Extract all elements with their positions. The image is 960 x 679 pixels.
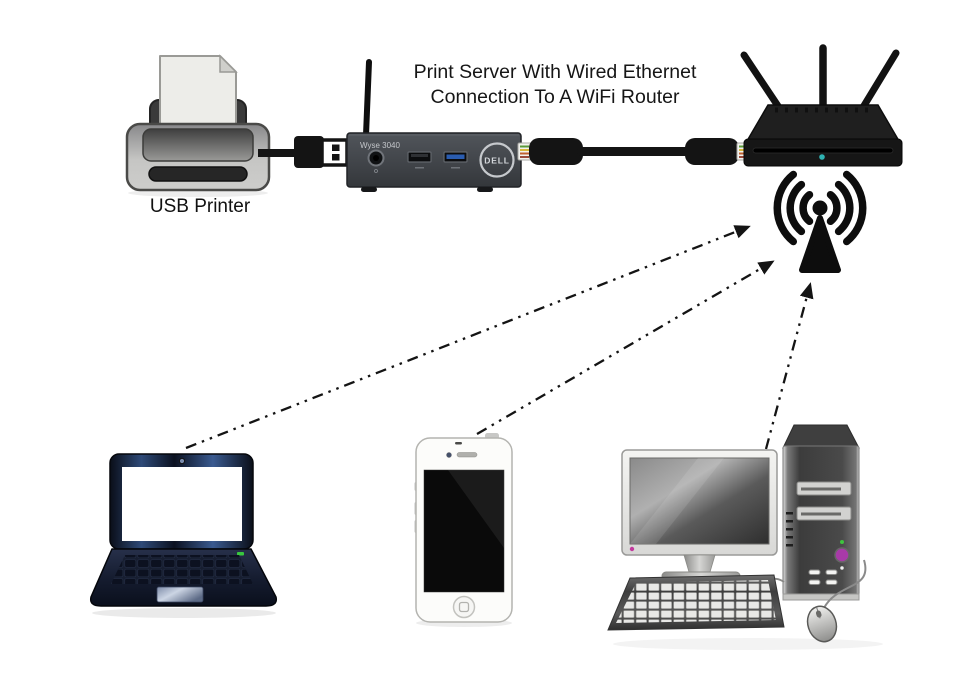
wifi-dot: [812, 200, 828, 216]
phone-screen: [423, 469, 505, 593]
desktop-keyboard: [607, 574, 785, 631]
tower-usb-ports: [808, 569, 838, 585]
output-slot: [148, 166, 248, 182]
server-model-label: Wyse 3040: [360, 141, 401, 150]
usb-a-symbol: [320, 138, 349, 167]
desktop-computer-icon: [607, 424, 883, 650]
home-button: [452, 595, 476, 619]
server-antenna: [363, 59, 372, 138]
router-antenna-left: [740, 51, 784, 113]
wireless-link-laptop: [185, 225, 751, 450]
router-antenna-right: [858, 49, 900, 113]
front-camera: [446, 452, 452, 458]
mouse: [806, 559, 867, 643]
wireless-link-smartphone: [476, 260, 775, 435]
tower-hdd-led: [840, 540, 844, 544]
laptop-keyboard: [111, 555, 253, 584]
earpiece-speaker: [456, 452, 478, 458]
tower-power-button: [834, 547, 850, 563]
usb-pin-bottom: [332, 154, 340, 161]
usb-cable: [258, 149, 300, 157]
usb-plug: [294, 136, 324, 168]
usb-connector-icon: [258, 136, 349, 168]
tower-base: [782, 593, 860, 601]
monitor: [621, 449, 785, 583]
desktop-shadow: [613, 638, 883, 650]
printer-icon: [125, 54, 271, 197]
title-line-1: Print Server With Wired Ethernet: [413, 61, 697, 83]
webcam: [178, 457, 186, 465]
card-reader-slots: [786, 512, 793, 547]
router-led: [819, 154, 825, 160]
printer-lid: [142, 128, 254, 162]
drive-slot-1: [801, 487, 841, 491]
mouse-cable: [823, 559, 867, 609]
paper-fold: [219, 54, 238, 73]
usb-pin-top: [332, 144, 340, 151]
tower: [782, 424, 860, 601]
router-slot: [752, 147, 894, 154]
title-line-2: Connection To A WiFi Router: [430, 85, 680, 108]
keyboard-keys: [616, 580, 776, 623]
home-button-glyph: [458, 601, 470, 613]
paper-sheet: [159, 55, 237, 133]
wifi-router-icon: [740, 44, 903, 167]
dell-logo-text: DELL: [484, 156, 509, 166]
drive-slot-2: [801, 512, 841, 516]
tower-front: [782, 445, 860, 599]
wifi-antenna-mast: [799, 215, 841, 273]
audio-jack-hole: [373, 155, 379, 161]
cable-line: [577, 147, 693, 156]
usb3-tongue: [446, 154, 465, 159]
phone-sensor: [455, 442, 462, 445]
usb2-glyph: [415, 167, 424, 169]
monitor-gloss: [630, 458, 724, 544]
usb3-glyph: [451, 167, 460, 169]
laptop-power-led: [237, 552, 244, 556]
touchpad: [156, 586, 204, 603]
wireless-link-desktop: [764, 282, 814, 450]
server-foot-left: [361, 187, 377, 192]
dell-logo-ring: [479, 142, 515, 178]
smartphone-icon: [414, 433, 513, 627]
laptop-screen: [122, 467, 242, 541]
printer-label: USB Printer: [149, 196, 251, 217]
router-top: [745, 104, 901, 142]
diagram-title: Print Server With Wired Ethernet Connect…: [385, 60, 725, 110]
tower-top: [782, 424, 860, 449]
jack-glyph: [374, 169, 378, 173]
cable-boot-right: [685, 138, 739, 165]
laptop-shadow: [92, 608, 276, 618]
tower-reset-dot: [839, 565, 845, 571]
wifi-arcs: [773, 170, 867, 246]
ethernet-cable-icon: [517, 138, 751, 165]
screen-gloss: [448, 470, 504, 548]
server-foot-right: [477, 187, 493, 192]
mouse-scroll-wheel: [815, 610, 822, 618]
monitor-screen: [629, 457, 770, 545]
laptop-icon: [89, 453, 278, 618]
cable-boot-left: [529, 138, 583, 165]
print-server-icon: Wyse 3040 DELL: [346, 59, 522, 192]
monitor-power-led: [629, 546, 635, 552]
wifi-signal-icon: [773, 170, 867, 273]
usb2-pins: [411, 154, 428, 157]
monitor-neck: [683, 554, 716, 573]
